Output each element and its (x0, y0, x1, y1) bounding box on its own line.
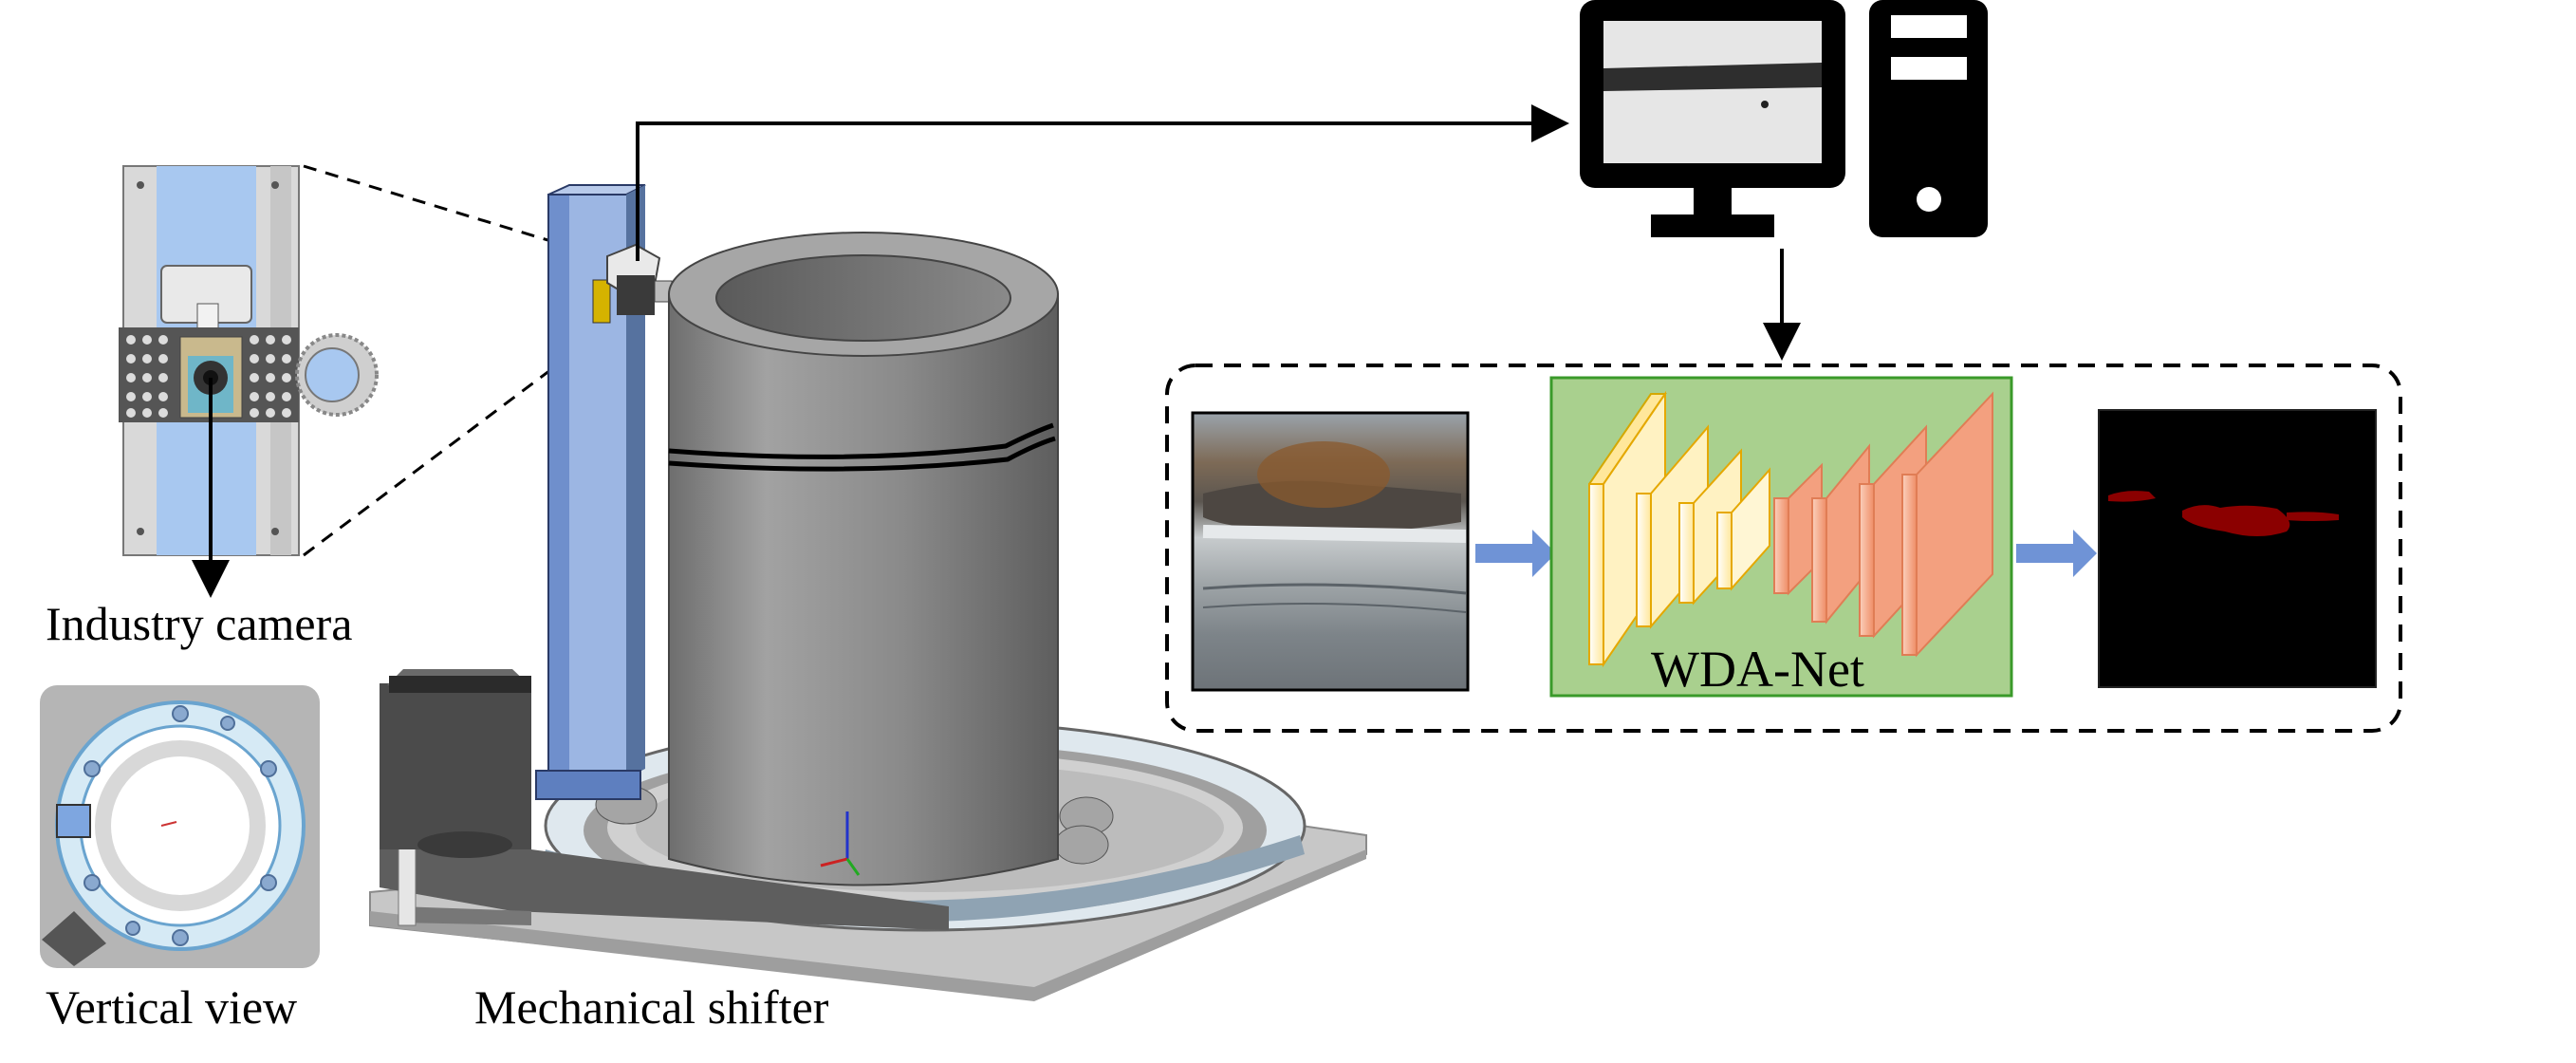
arrow-camera-to-computer (636, 104, 1569, 261)
computer-tower-icon (1869, 0, 1988, 237)
weld-input-image (1191, 411, 1470, 692)
mechanical-shifter-label: Mechanical shifter (474, 980, 829, 1034)
industry-camera-label: Industry camera (46, 597, 353, 650)
arrow-input-to-net (1475, 530, 1556, 577)
network-label: WDA-Net (1651, 641, 1864, 698)
camera-closeup (119, 165, 379, 598)
pipeline-box (1165, 364, 2402, 733)
guide-rail (535, 184, 673, 800)
vertical-view-thumbnail (40, 685, 320, 968)
arrow-net-to-output (2016, 530, 2097, 577)
pipe-cylinder (668, 232, 1059, 886)
segmentation-output-image (2098, 409, 2377, 688)
vertical-view-label: Vertical view (46, 980, 298, 1034)
computer-monitor-icon (1580, 0, 1845, 237)
network-panel (1549, 376, 2013, 698)
